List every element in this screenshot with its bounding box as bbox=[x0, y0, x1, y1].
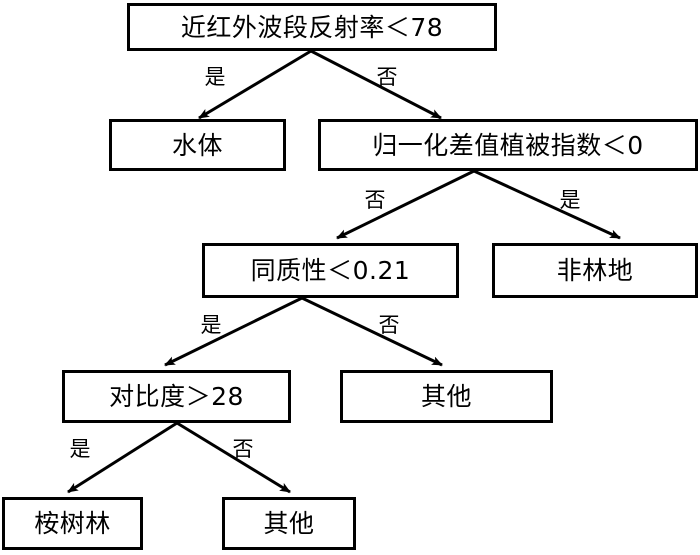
node-eucalyptus-label: 桉树林 bbox=[34, 509, 111, 538]
node-other-contrast[interactable]: 其他 bbox=[222, 497, 356, 550]
edge-label-contrast-other: 否 bbox=[232, 437, 254, 461]
edge-ndvi-nonforest bbox=[473, 169, 621, 240]
node-other-homogeneity[interactable]: 其他 bbox=[340, 370, 553, 423]
edge-root-water bbox=[198, 49, 312, 120]
edge-label-ndvi-nonforest: 是 bbox=[559, 188, 581, 212]
node-homogeneity[interactable]: 同质性＜0.21 bbox=[202, 243, 459, 298]
node-other-homogeneity-label: 其他 bbox=[420, 382, 472, 411]
node-contrast[interactable]: 对比度＞28 bbox=[62, 370, 291, 423]
node-eucalyptus[interactable]: 桉树林 bbox=[2, 497, 143, 550]
node-homogeneity-label: 同质性＜0.21 bbox=[250, 256, 411, 285]
node-other-contrast-label: 其他 bbox=[263, 509, 315, 538]
edge-label-contrast-eucalyptus: 是 bbox=[69, 437, 91, 461]
node-root-label: 近红外波段反射率＜78 bbox=[180, 12, 444, 42]
node-nonforest[interactable]: 非林地 bbox=[492, 243, 698, 298]
edge-label-homogeneity-other: 否 bbox=[378, 313, 400, 337]
node-water[interactable]: 水体 bbox=[109, 119, 286, 171]
edge-label-root-ndvi: 否 bbox=[376, 65, 398, 89]
edge-ndvi-homogeneity bbox=[336, 169, 475, 240]
edge-label-root-water: 是 bbox=[204, 65, 226, 89]
node-ndvi[interactable]: 归一化差值植被指数＜0 bbox=[318, 119, 698, 171]
edge-contrast-eucalyptus bbox=[67, 421, 178, 494]
node-root[interactable]: 近红外波段反射率＜78 bbox=[127, 3, 497, 51]
edge-label-ndvi-homogeneity: 否 bbox=[364, 188, 386, 212]
node-contrast-label: 对比度＞28 bbox=[109, 382, 244, 411]
node-ndvi-label: 归一化差值植被指数＜0 bbox=[372, 130, 644, 160]
node-nonforest-label: 非林地 bbox=[556, 256, 634, 285]
node-water-label: 水体 bbox=[171, 130, 223, 160]
edge-homogeneity-other bbox=[301, 296, 443, 367]
edge-root-ndvi bbox=[310, 49, 442, 120]
edge-homogeneity-contrast bbox=[164, 296, 303, 367]
edge-contrast-other bbox=[176, 421, 291, 494]
edge-label-homogeneity-contrast: 是 bbox=[200, 313, 222, 337]
